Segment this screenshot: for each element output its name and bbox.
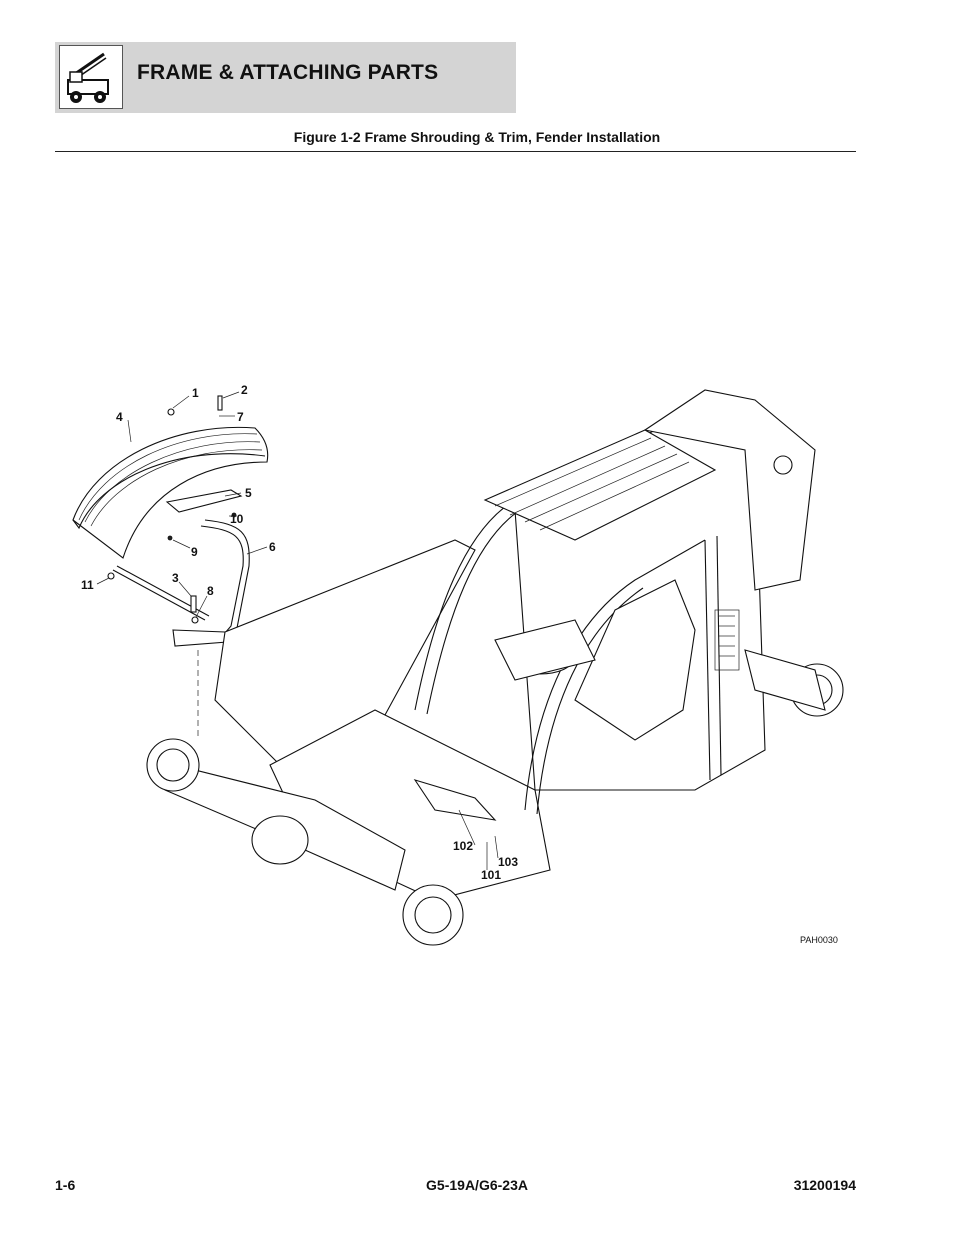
doc-number: 31200194 [793,1177,856,1193]
fender-part [72,426,269,559]
axle-parts [146,649,844,946]
page-number: 1-6 [55,1177,76,1193]
callout-103: 103 [498,855,518,869]
callout-101: 101 [481,868,501,882]
callout-3: 3 [172,571,179,585]
callout-6: 6 [269,540,276,554]
callout-9: 9 [191,545,198,559]
callout-leaders [96,391,499,870]
callout-102: 102 [453,839,473,853]
header-rule [55,151,856,152]
fender-brace-part [112,519,250,740]
drawing-code: PAH0030 [800,935,838,945]
callout-4: 4 [116,410,123,424]
callout-11: 11 [81,578,94,592]
callout-1: 1 [192,386,199,400]
model-number: G5-19A/G6-23A [426,1177,528,1193]
figure-title: Figure 1-2 Frame Shrouding & Trim, Fende… [293,129,661,145]
callout-2: 2 [241,383,248,397]
callout-7: 7 [237,410,244,424]
header-band [55,42,516,113]
callout-5: 5 [245,486,252,500]
frame-fender-diagram: 1 2 4 7 5 10 9 6 11 3 8 102 103 101 PAH0… [55,370,875,970]
callout-labels: 1 2 4 7 5 10 9 6 11 3 8 102 103 101 PAH0… [81,383,838,945]
section-title: FRAME & ATTACHING PARTS [137,61,439,84]
hardware-parts [107,395,237,624]
callout-8: 8 [207,584,214,598]
callout-10: 10 [230,512,244,526]
telehandler-machine-icon [59,45,123,109]
